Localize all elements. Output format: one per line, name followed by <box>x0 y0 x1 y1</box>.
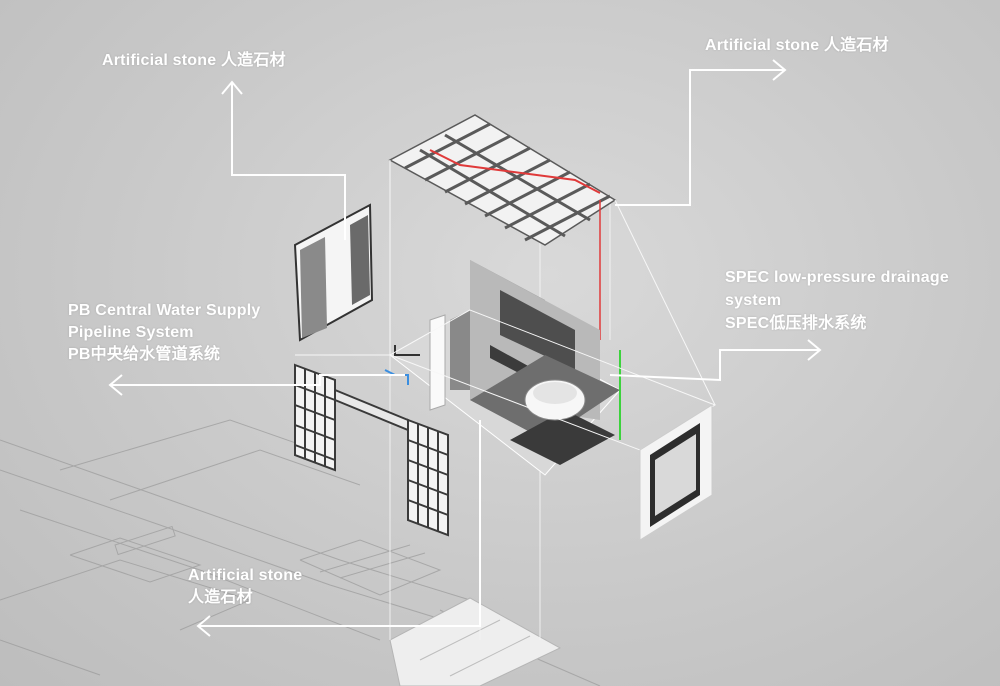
right-window-panel <box>640 405 712 540</box>
label-artificial-stone-bottom: Artificial stone 人造石材 <box>188 565 302 609</box>
label-line: SPEC低压排水系统 <box>725 312 949 335</box>
arrow-mid-left <box>110 375 405 385</box>
label-artificial-stone-top-right: Artificial stone 人造石材 <box>705 35 889 56</box>
label-line: Pipeline System <box>68 322 260 344</box>
label-line: PB Central Water Supply <box>68 300 260 322</box>
label-line: Artificial stone 人造石材 <box>102 50 286 71</box>
left-grid-wall <box>295 365 448 535</box>
label-line: 人造石材 <box>188 587 302 609</box>
cold-supply-pipe <box>385 370 408 385</box>
label-line: Artificial stone <box>188 565 302 587</box>
label-artificial-stone-top-left: Artificial stone 人造石材 <box>102 50 286 71</box>
arrow-top-right <box>615 70 785 205</box>
label-line: system <box>725 289 949 312</box>
label-line: Artificial stone 人造石材 <box>705 35 889 56</box>
label-pb-water-supply: PB Central Water Supply Pipeline System … <box>68 300 260 366</box>
label-spec-drainage: SPEC low-pressure drainage system SPEC低压… <box>725 266 949 335</box>
glass-partition <box>430 315 445 410</box>
left-wall-panel <box>295 205 372 340</box>
arrow-mid-right <box>610 350 820 380</box>
label-line: PB中央给水管道系统 <box>68 344 260 366</box>
label-line: SPEC low-pressure drainage <box>725 266 949 289</box>
arrow-top-left <box>232 82 345 240</box>
